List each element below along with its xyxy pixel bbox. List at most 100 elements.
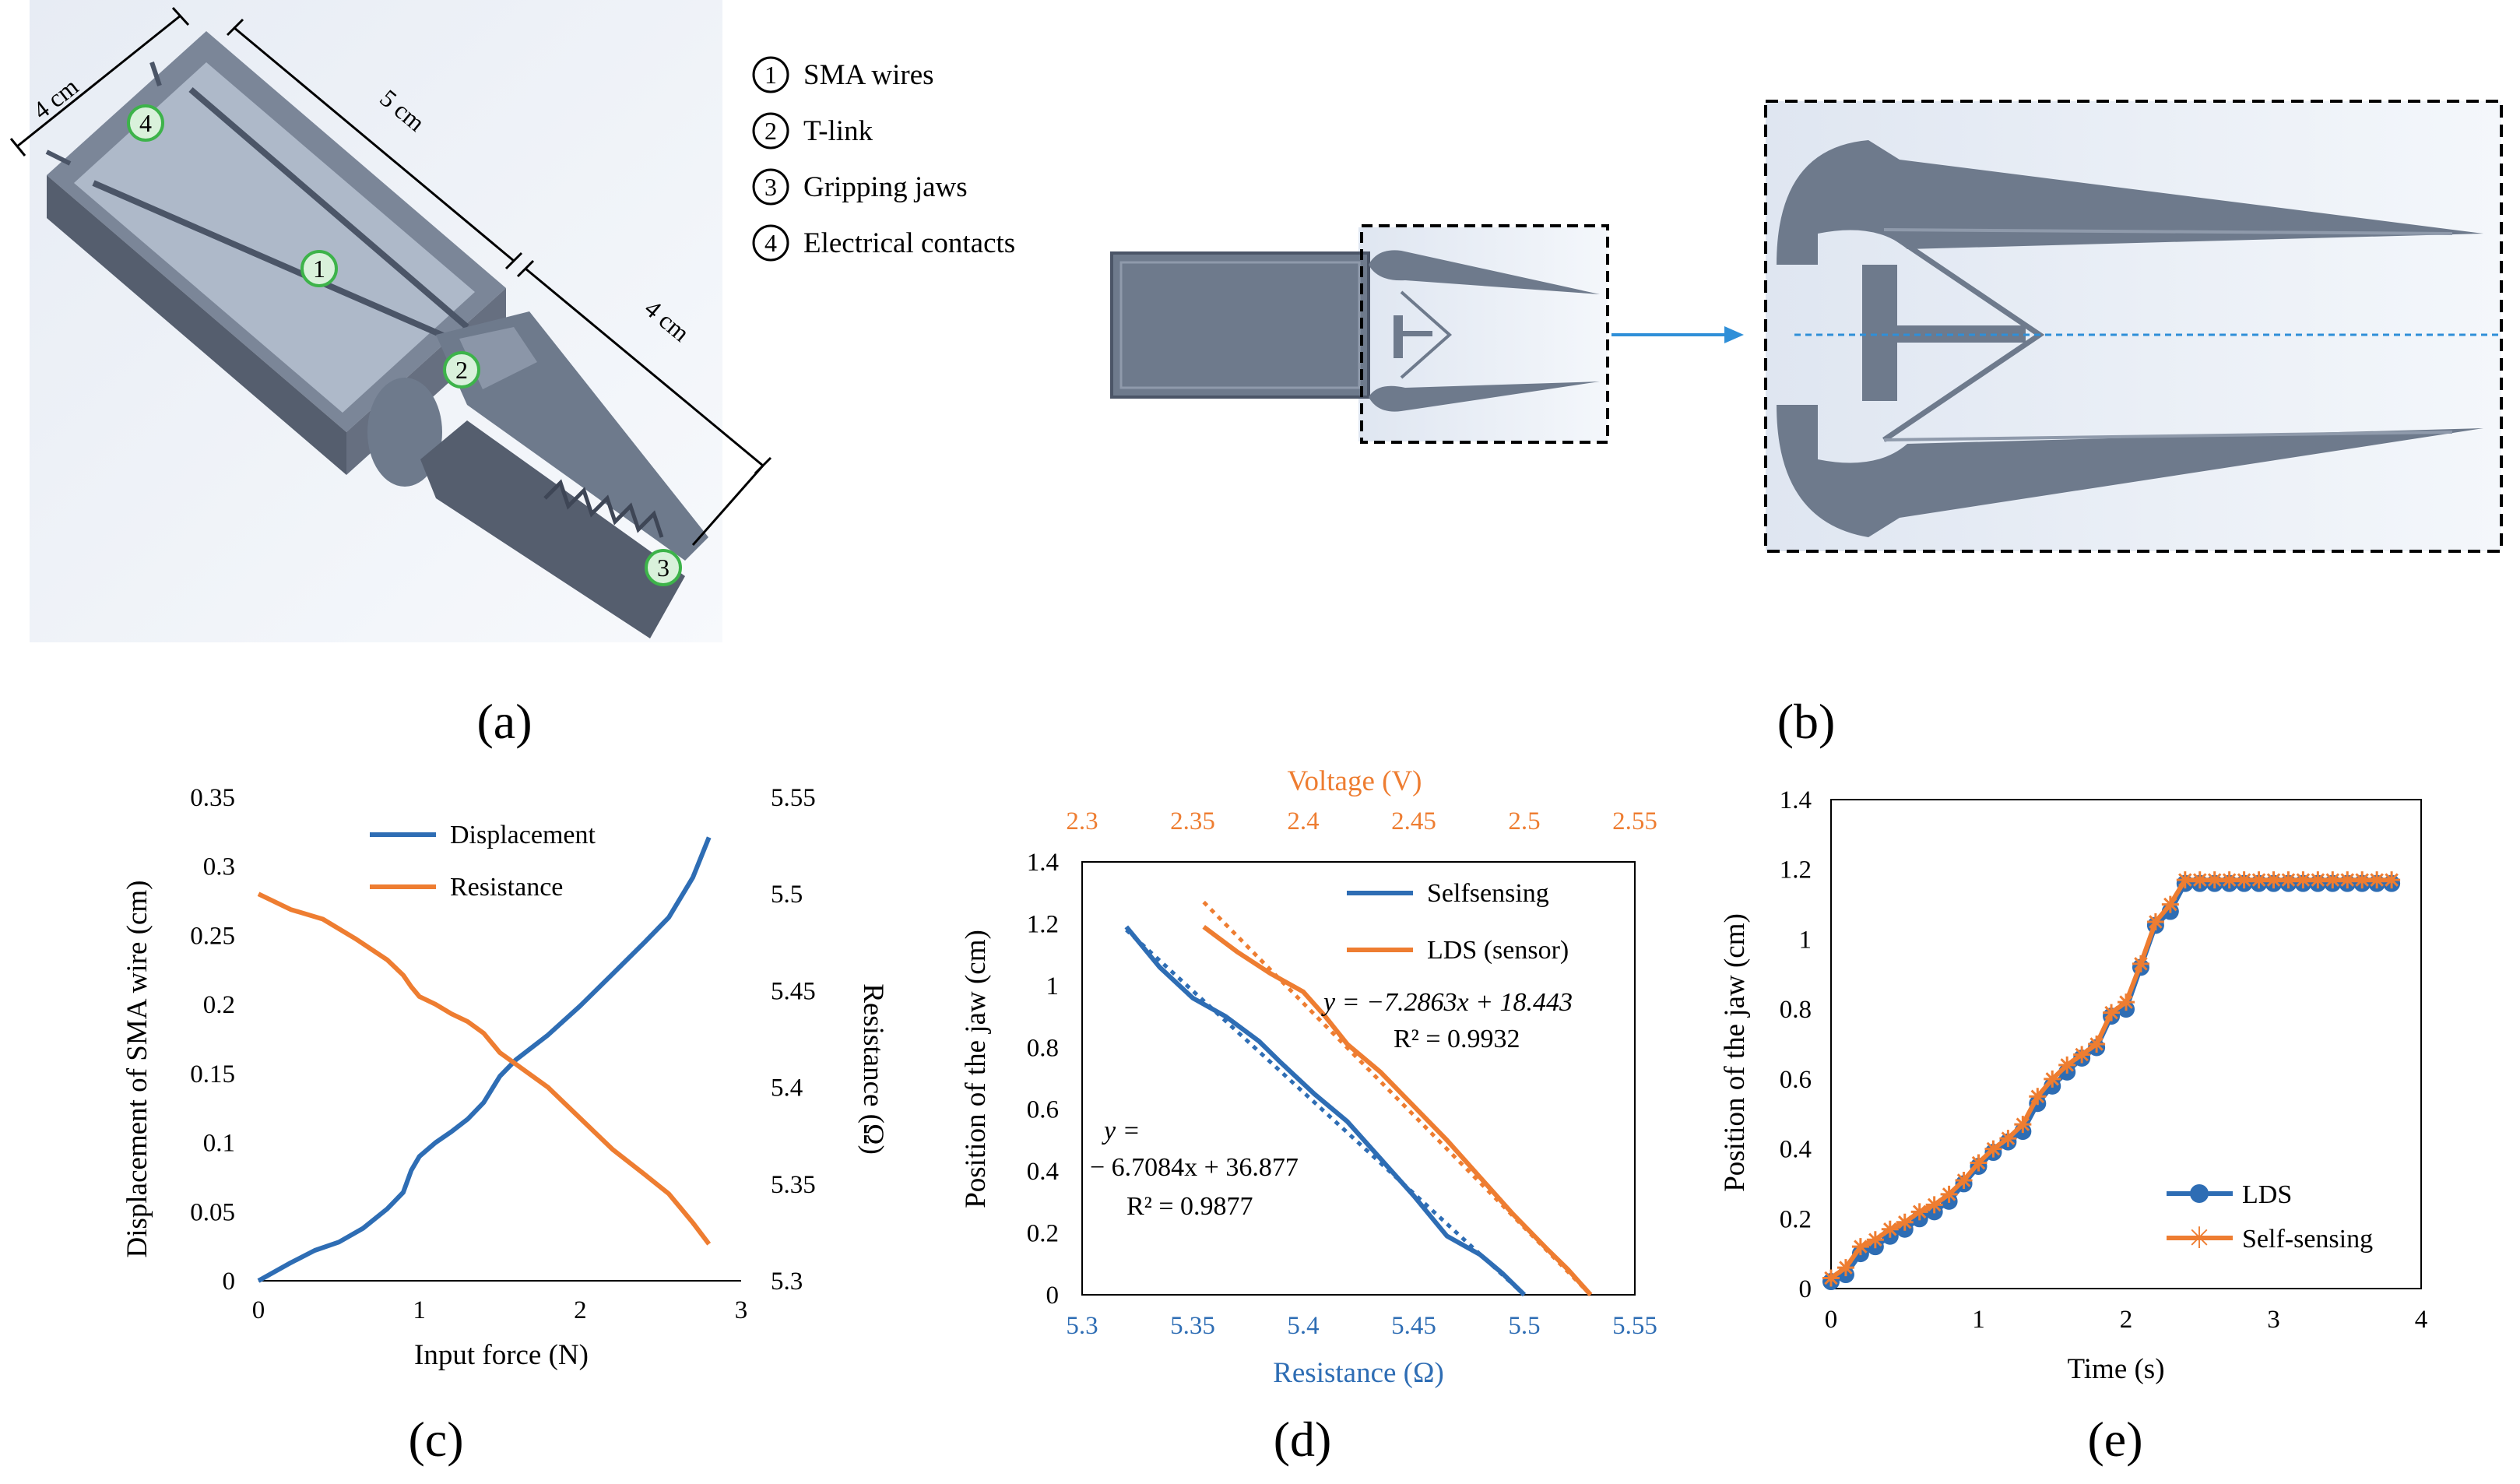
- chart-e-xtick-2: 2: [2120, 1306, 2133, 1334]
- chart-e-xlabel: Time (s): [2067, 1353, 2164, 1385]
- dim-width-tick-1: [9, 138, 26, 156]
- legend-item-3-label: Gripping jaws: [803, 171, 968, 203]
- chart-c-y2tick-5: 5.55: [771, 784, 816, 812]
- legend-item-3: 3 Gripping jaws: [752, 168, 968, 206]
- dim-width-line: [16, 14, 181, 148]
- chart-e-ytick-0: 0: [1799, 1275, 1812, 1303]
- dim-width-tick-2: [171, 6, 190, 26]
- zoom-box-large: [1764, 100, 2503, 553]
- chart-d-ytick-2: 0.4: [1027, 1158, 1059, 1186]
- panel-a: 4 cm 5 cm 4 cm 4 1 2 3: [9, 0, 1015, 749]
- sma-wire-2: [188, 86, 469, 330]
- chart-c-ytick-3: 0.15: [190, 1060, 235, 1088]
- jaws-topview-small: [1369, 250, 1600, 412]
- chart-e-series-1-point-28: [2235, 871, 2253, 889]
- callout-marker-2: 2: [443, 351, 480, 389]
- legend-lds-label: LDS (sensor): [1427, 936, 1569, 965]
- chart-e-series-1-point-31: [2279, 871, 2297, 889]
- dim-jaw-tick-1: [516, 259, 535, 278]
- zoom-arrow-head: [1724, 326, 1744, 343]
- blue-equation-1: y =: [1102, 1117, 1141, 1145]
- chart-e-series-1-point-25: [2191, 871, 2209, 889]
- chart-e-series-1-point-33: [2309, 871, 2327, 889]
- chart-d-xtick-0: 5.3: [1066, 1312, 1098, 1340]
- legend-selfsensing-label: Selfsensing: [1427, 879, 1549, 908]
- callout-marker-3-text: 3: [657, 554, 670, 582]
- chart-e-xtick-0: 0: [1825, 1306, 1838, 1334]
- chart-d-x2tick-1: 2.35: [1170, 807, 1215, 835]
- chart-e-series-1-point-15: [2044, 1070, 2061, 1088]
- chart-e-series-1-point-26: [2205, 871, 2223, 889]
- legend-item-1-num: 1: [764, 61, 777, 89]
- chart-e-series-1-point-6: [1910, 1203, 1928, 1221]
- legend-item-2-label: T-link: [803, 115, 873, 147]
- chart-e-series-1-point-8: [1940, 1185, 1958, 1203]
- chart-e-series-1-point-22: [2146, 913, 2164, 930]
- chart-e-series-1-point-5: [1896, 1213, 1914, 1231]
- chart-e-series-1-point-16: [2058, 1056, 2076, 1074]
- chart-c-xtick-2: 2: [574, 1296, 587, 1324]
- jaw-bottom-large: [1777, 405, 2483, 537]
- chart-e-series-1-point-32: [2294, 871, 2312, 889]
- callout-marker-2-text: 2: [455, 356, 468, 384]
- chart-c-y2tick-3: 5.45: [771, 977, 816, 1005]
- chart-c-legend: Displacement Resistance: [370, 821, 596, 902]
- chart-e-series-1-point-4: [1881, 1220, 1899, 1238]
- dim-jaw-line: [525, 267, 764, 467]
- dim-jaw-ext: [691, 465, 764, 546]
- panel-a-legend: 1 SMA wires 2 T-link 3 Gripping jaws 4 E…: [752, 56, 1015, 262]
- chart-d-ytick-1: 0.2: [1027, 1220, 1059, 1248]
- chart-e-series-1-point-27: [2220, 871, 2238, 889]
- chart-d-x2tick-3: 2.45: [1391, 807, 1436, 835]
- contact-pin-1: [149, 62, 162, 86]
- chart-d-xtick-2: 5.4: [1287, 1312, 1319, 1340]
- orange-equation: y = −7.2863x + 18.443: [1321, 988, 1573, 1017]
- legend-item-1-label: SMA wires: [803, 59, 934, 91]
- gripper-body-topview: [1110, 251, 1370, 399]
- gripper-model: [45, 31, 708, 638]
- chart-e-series-1-point-37: [2368, 871, 2386, 889]
- chart-e-ytick-4: 0.8: [1780, 996, 1812, 1024]
- callout-marker-1: 1: [301, 250, 338, 287]
- flexure-bottom: [1883, 431, 2453, 441]
- legend-item-1: 1 SMA wires: [752, 56, 934, 93]
- t-link-small: [1394, 315, 1432, 358]
- chart-e-ytick-2: 0.4: [1780, 1136, 1812, 1164]
- flexure-top: [1883, 228, 2453, 235]
- callout-marker-1-text: 1: [313, 255, 325, 283]
- t-link-large-stem: [1862, 265, 1897, 401]
- chart-c-xlabel: Input force (N): [414, 1339, 589, 1371]
- chart-e-series-1-point-23: [2161, 895, 2179, 913]
- chart-e-series-1-point-36: [2353, 871, 2371, 889]
- blue-equation-2: − 6.7084x + 36.877: [1090, 1153, 1299, 1182]
- chart-e-ytick-6: 1.2: [1780, 856, 1812, 884]
- chart-e-series-1-point-24: [2176, 871, 2194, 889]
- jaw-bottom-small: [1369, 382, 1600, 412]
- panel-a-label: (a): [476, 694, 532, 749]
- callout-marker-3: 3: [645, 549, 682, 586]
- chart-d-frame: [1081, 861, 1636, 1296]
- chart-d-xtick-5: 5.55: [1612, 1312, 1657, 1340]
- chart-e-series-1-point-9: [1955, 1171, 1973, 1189]
- panel-c-label: (c): [408, 1412, 463, 1467]
- chart-e-series-1-point-38: [2383, 871, 2401, 889]
- chart-c-ytick-1: 0.05: [190, 1198, 235, 1226]
- chart-d-series-1-line: [1202, 924, 1593, 1296]
- chart-c-ytick-5: 0.25: [190, 922, 235, 950]
- jaw-top-small: [1369, 250, 1600, 294]
- legend-lds-e-marker: [2190, 1184, 2209, 1203]
- chart-c-xtick-3: 3: [735, 1296, 748, 1324]
- panel-b-label: (b): [1777, 694, 1836, 749]
- chart-d-ytick-3: 0.6: [1027, 1096, 1059, 1124]
- legend-item-2-num: 2: [764, 117, 777, 145]
- chart-c-series-0-line: [257, 836, 712, 1283]
- chart-e-series-1-point-20: [2118, 993, 2135, 1011]
- legend-lds-e-label: LDS: [2242, 1180, 2292, 1209]
- chart-c-xtick-1: 1: [413, 1296, 426, 1324]
- chart-d-x2label: Voltage (V): [1288, 765, 1422, 797]
- chart-e-series-1-point-17: [2073, 1046, 2091, 1064]
